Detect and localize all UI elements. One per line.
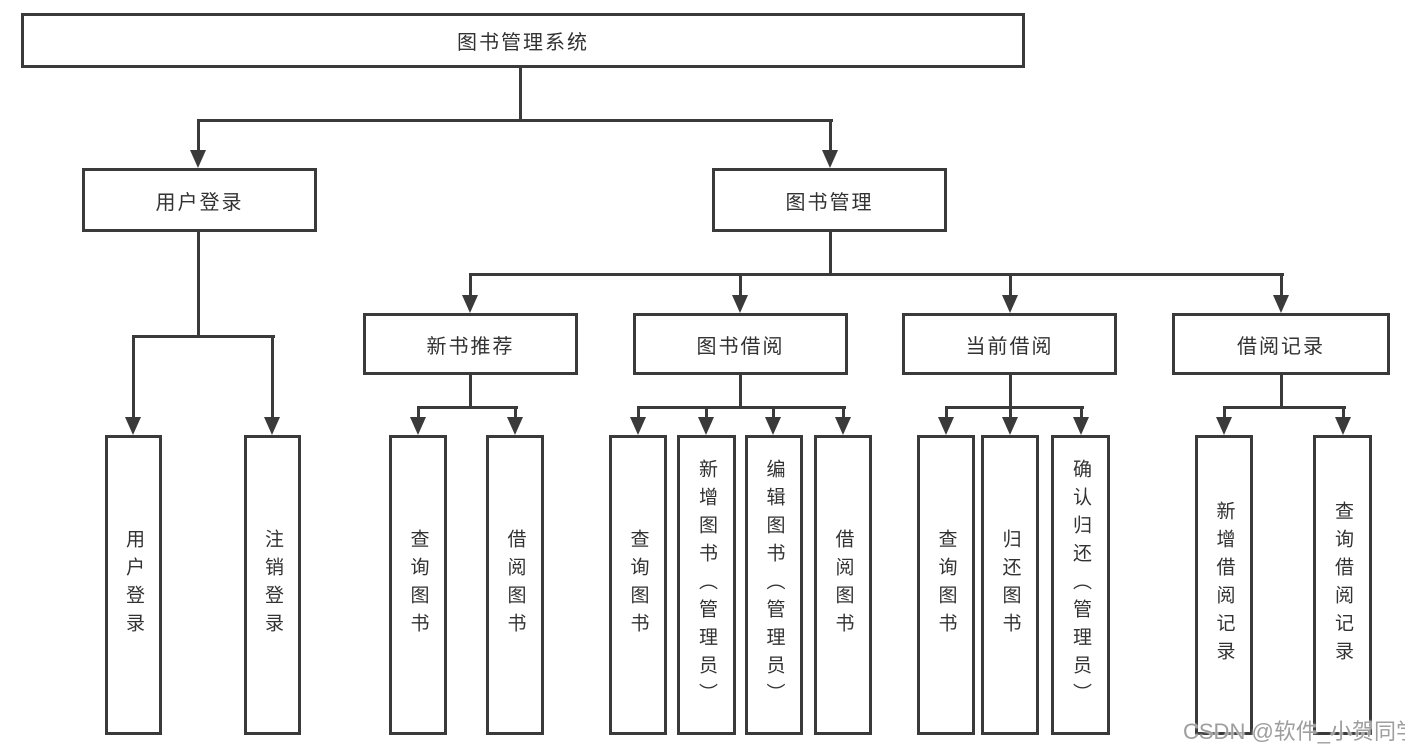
connector-book-borrow-down (739, 373, 742, 408)
leaf-record-query-record: 查询借阅记录 (1313, 435, 1372, 735)
connector-book-borrow-bar (637, 406, 846, 409)
arrow-to-leaf-user-login (125, 338, 141, 435)
leaf-borrow-query-books-label: 查询图书 (627, 529, 649, 641)
leaf-logout-login-label: 注销登录 (262, 529, 283, 641)
arrow-to-leaf-br-add (1216, 409, 1232, 435)
leaf-newbook-query-books: 查询图书 (389, 435, 447, 735)
node-borrow-record-label: 借阅记录 (1237, 335, 1325, 358)
connector-user-login-down (197, 230, 200, 337)
arrow-to-leaf-cb-query (938, 409, 954, 435)
connector-root-down (519, 68, 522, 121)
leaf-current-return-books: 归还图书 (981, 435, 1039, 735)
node-book-borrow: 图书借阅 (633, 313, 848, 375)
leaf-user-login-label: 用户登录 (123, 529, 144, 641)
connector-user-login-bar (132, 335, 275, 338)
node-new-book-recommend: 新书推荐 (363, 313, 578, 375)
node-user-login-label: 用户登录 (155, 191, 244, 214)
node-book-management: 图书管理 (712, 168, 947, 232)
leaf-borrow-query-books: 查询图书 (609, 435, 667, 735)
node-user-login: 用户登录 (82, 168, 317, 232)
leaf-borrow-edit-books: 编辑图书（管理员） (745, 435, 803, 735)
leaf-current-return-books-label: 归还图书 (999, 529, 1021, 641)
leaf-borrow-borrow-books: 借阅图书 (814, 435, 872, 735)
arrow-to-leaf-nbr-query (410, 409, 426, 435)
arrow-to-new-book-rec (462, 276, 478, 313)
connector-current-borrow-down (1009, 373, 1012, 408)
csdn-watermark: CSDN @软件_小贺同学 (1183, 719, 1405, 744)
arrow-to-current-borrow (1002, 276, 1018, 313)
connector-borrow-record-bar (1223, 406, 1346, 409)
leaf-newbook-borrow-books: 借阅图书 (486, 435, 544, 735)
leaf-newbook-borrow-books-label: 借阅图书 (504, 529, 526, 641)
arrow-to-leaf-cb-return (1002, 409, 1018, 435)
connector-borrow-record-down (1280, 373, 1283, 408)
leaf-record-query-record-label: 查询借阅记录 (1332, 501, 1353, 669)
arrow-to-book-mgmt (822, 122, 838, 168)
connector-level3-bar (469, 273, 1284, 276)
leaf-record-add-record-label: 新增借阅记录 (1213, 501, 1235, 669)
node-borrow-record: 借阅记录 (1172, 313, 1390, 375)
arrow-to-book-borrow (732, 276, 748, 313)
arrow-to-leaf-bb-add (698, 409, 714, 435)
connector-book-mgmt-down (829, 230, 832, 275)
leaf-current-confirm-return: 确认归还（管理员） (1051, 435, 1110, 735)
connector-new-book-rec-bar (417, 406, 518, 409)
arrow-to-leaf-logout (264, 338, 280, 435)
leaf-borrow-add-books: 新增图书（管理员） (677, 435, 736, 735)
arrow-to-leaf-cb-confirm (1073, 409, 1089, 435)
arrow-to-leaf-bb-query (630, 409, 646, 435)
leaf-current-confirm-return-label: 确认归还（管理员） (1070, 459, 1091, 711)
node-book-management-label: 图书管理 (785, 191, 874, 214)
arrow-to-borrow-record (1273, 276, 1289, 313)
node-root-label: 图书管理系统 (457, 32, 589, 54)
leaf-record-add-record: 新增借阅记录 (1195, 435, 1253, 735)
leaf-borrow-borrow-books-label: 借阅图书 (832, 529, 854, 641)
arrow-to-leaf-bb-edit (765, 409, 781, 435)
arrow-to-leaf-br-query (1335, 409, 1351, 435)
leaf-newbook-query-books-label: 查询图书 (407, 529, 429, 641)
node-current-borrow-label: 当前借阅 (965, 335, 1054, 358)
node-root: 图书管理系统 (21, 13, 1025, 68)
arrow-to-user-login (190, 122, 206, 168)
connector-current-borrow-bar (945, 406, 1084, 409)
leaf-current-query-books: 查询图书 (917, 435, 975, 735)
node-book-borrow-label: 图书借阅 (696, 335, 785, 358)
leaf-logout-login: 注销登录 (244, 435, 301, 735)
leaf-current-query-books-label: 查询图书 (935, 529, 957, 641)
connector-new-book-rec-down (469, 373, 472, 408)
arrow-to-leaf-bb-borrow (835, 409, 851, 435)
leaf-borrow-edit-books-label: 编辑图书（管理员） (763, 459, 785, 711)
connector-level2-bar (197, 119, 833, 122)
leaf-user-login: 用户登录 (105, 435, 162, 735)
node-current-borrow: 当前借阅 (902, 313, 1117, 375)
arrow-to-leaf-nbr-borrow (507, 409, 523, 435)
leaf-borrow-add-books-label: 新增图书（管理员） (696, 459, 717, 711)
node-new-book-recommend-label: 新书推荐 (426, 335, 515, 358)
